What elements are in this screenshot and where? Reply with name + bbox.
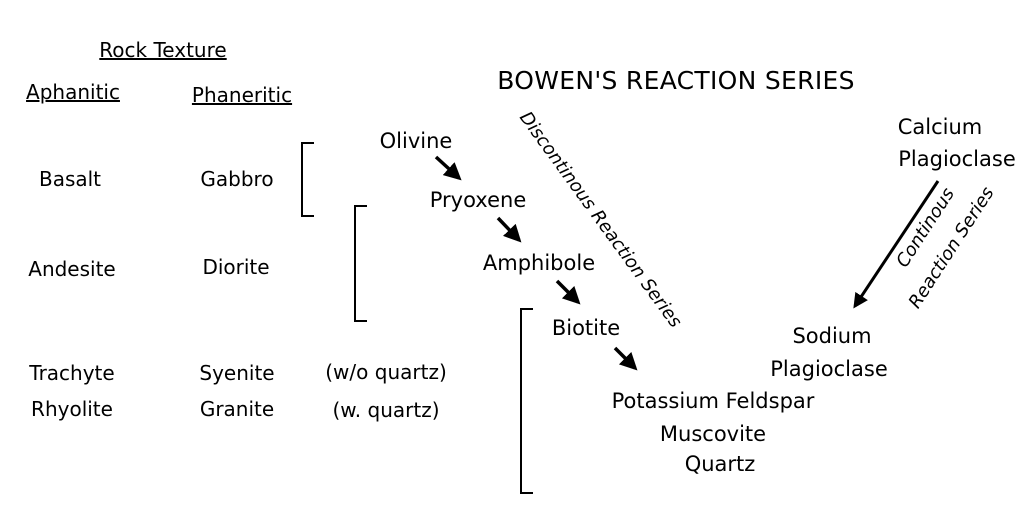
bracket-granite [520, 308, 533, 494]
rock-phaneritic-granite: Granite [199, 397, 275, 421]
rock-aphanitic-rhyolite: Rhyolite [31, 397, 113, 421]
mineral-muscovite: Muscovite [659, 422, 767, 446]
rock-phaneritic-diorite: Diorite [202, 255, 270, 279]
sodium-plagioclase-line1: Sodium [792, 324, 872, 348]
arrow-amphibole-biotite [555, 279, 581, 305]
bracket-basalt [301, 142, 314, 217]
calcium-plagioclase-line2: Plagioclase [898, 147, 1016, 171]
rock-aphanitic-basalt: Basalt [38, 167, 102, 191]
rock-phaneritic-syenite: Syenite [199, 361, 275, 385]
mineral-pyroxene: Pryoxene [429, 188, 527, 212]
phaneritic-heading: Phaneritic [191, 83, 293, 107]
mineral-amphibole: Amphibole [482, 251, 596, 275]
arrow-biotite-feldspar [613, 346, 638, 371]
rock-note-wo-quartz: (w/o quartz) [325, 360, 447, 384]
rock-note-w-quartz: (w. quartz) [332, 398, 440, 422]
arrow-olivine-pyroxene [434, 155, 462, 181]
mineral-olivine: Olivine [379, 129, 453, 153]
aphanitic-heading: Aphanitic [26, 80, 120, 104]
rock-texture-heading: Rock Texture [99, 38, 227, 62]
bracket-andesite [354, 205, 367, 322]
rock-aphanitic-trachyte: Trachyte [29, 361, 115, 385]
arrow-calcium-sodium [853, 180, 940, 309]
mineral-biotite: Biotite [551, 316, 621, 340]
mineral-quartz: Quartz [684, 452, 756, 476]
rock-phaneritic-gabbro: Gabbro [200, 167, 274, 191]
calcium-plagioclase-line1: Calcium [897, 115, 983, 139]
mineral-potassium-feldspar: Potassium Feldspar [611, 389, 815, 413]
page-title: BOWEN'S REACTION SERIES [497, 66, 855, 95]
arrow-pyroxene-amphibole [496, 216, 522, 243]
sodium-plagioclase-line2: Plagioclase [770, 357, 888, 381]
rock-aphanitic-andesite: Andesite [28, 257, 116, 281]
